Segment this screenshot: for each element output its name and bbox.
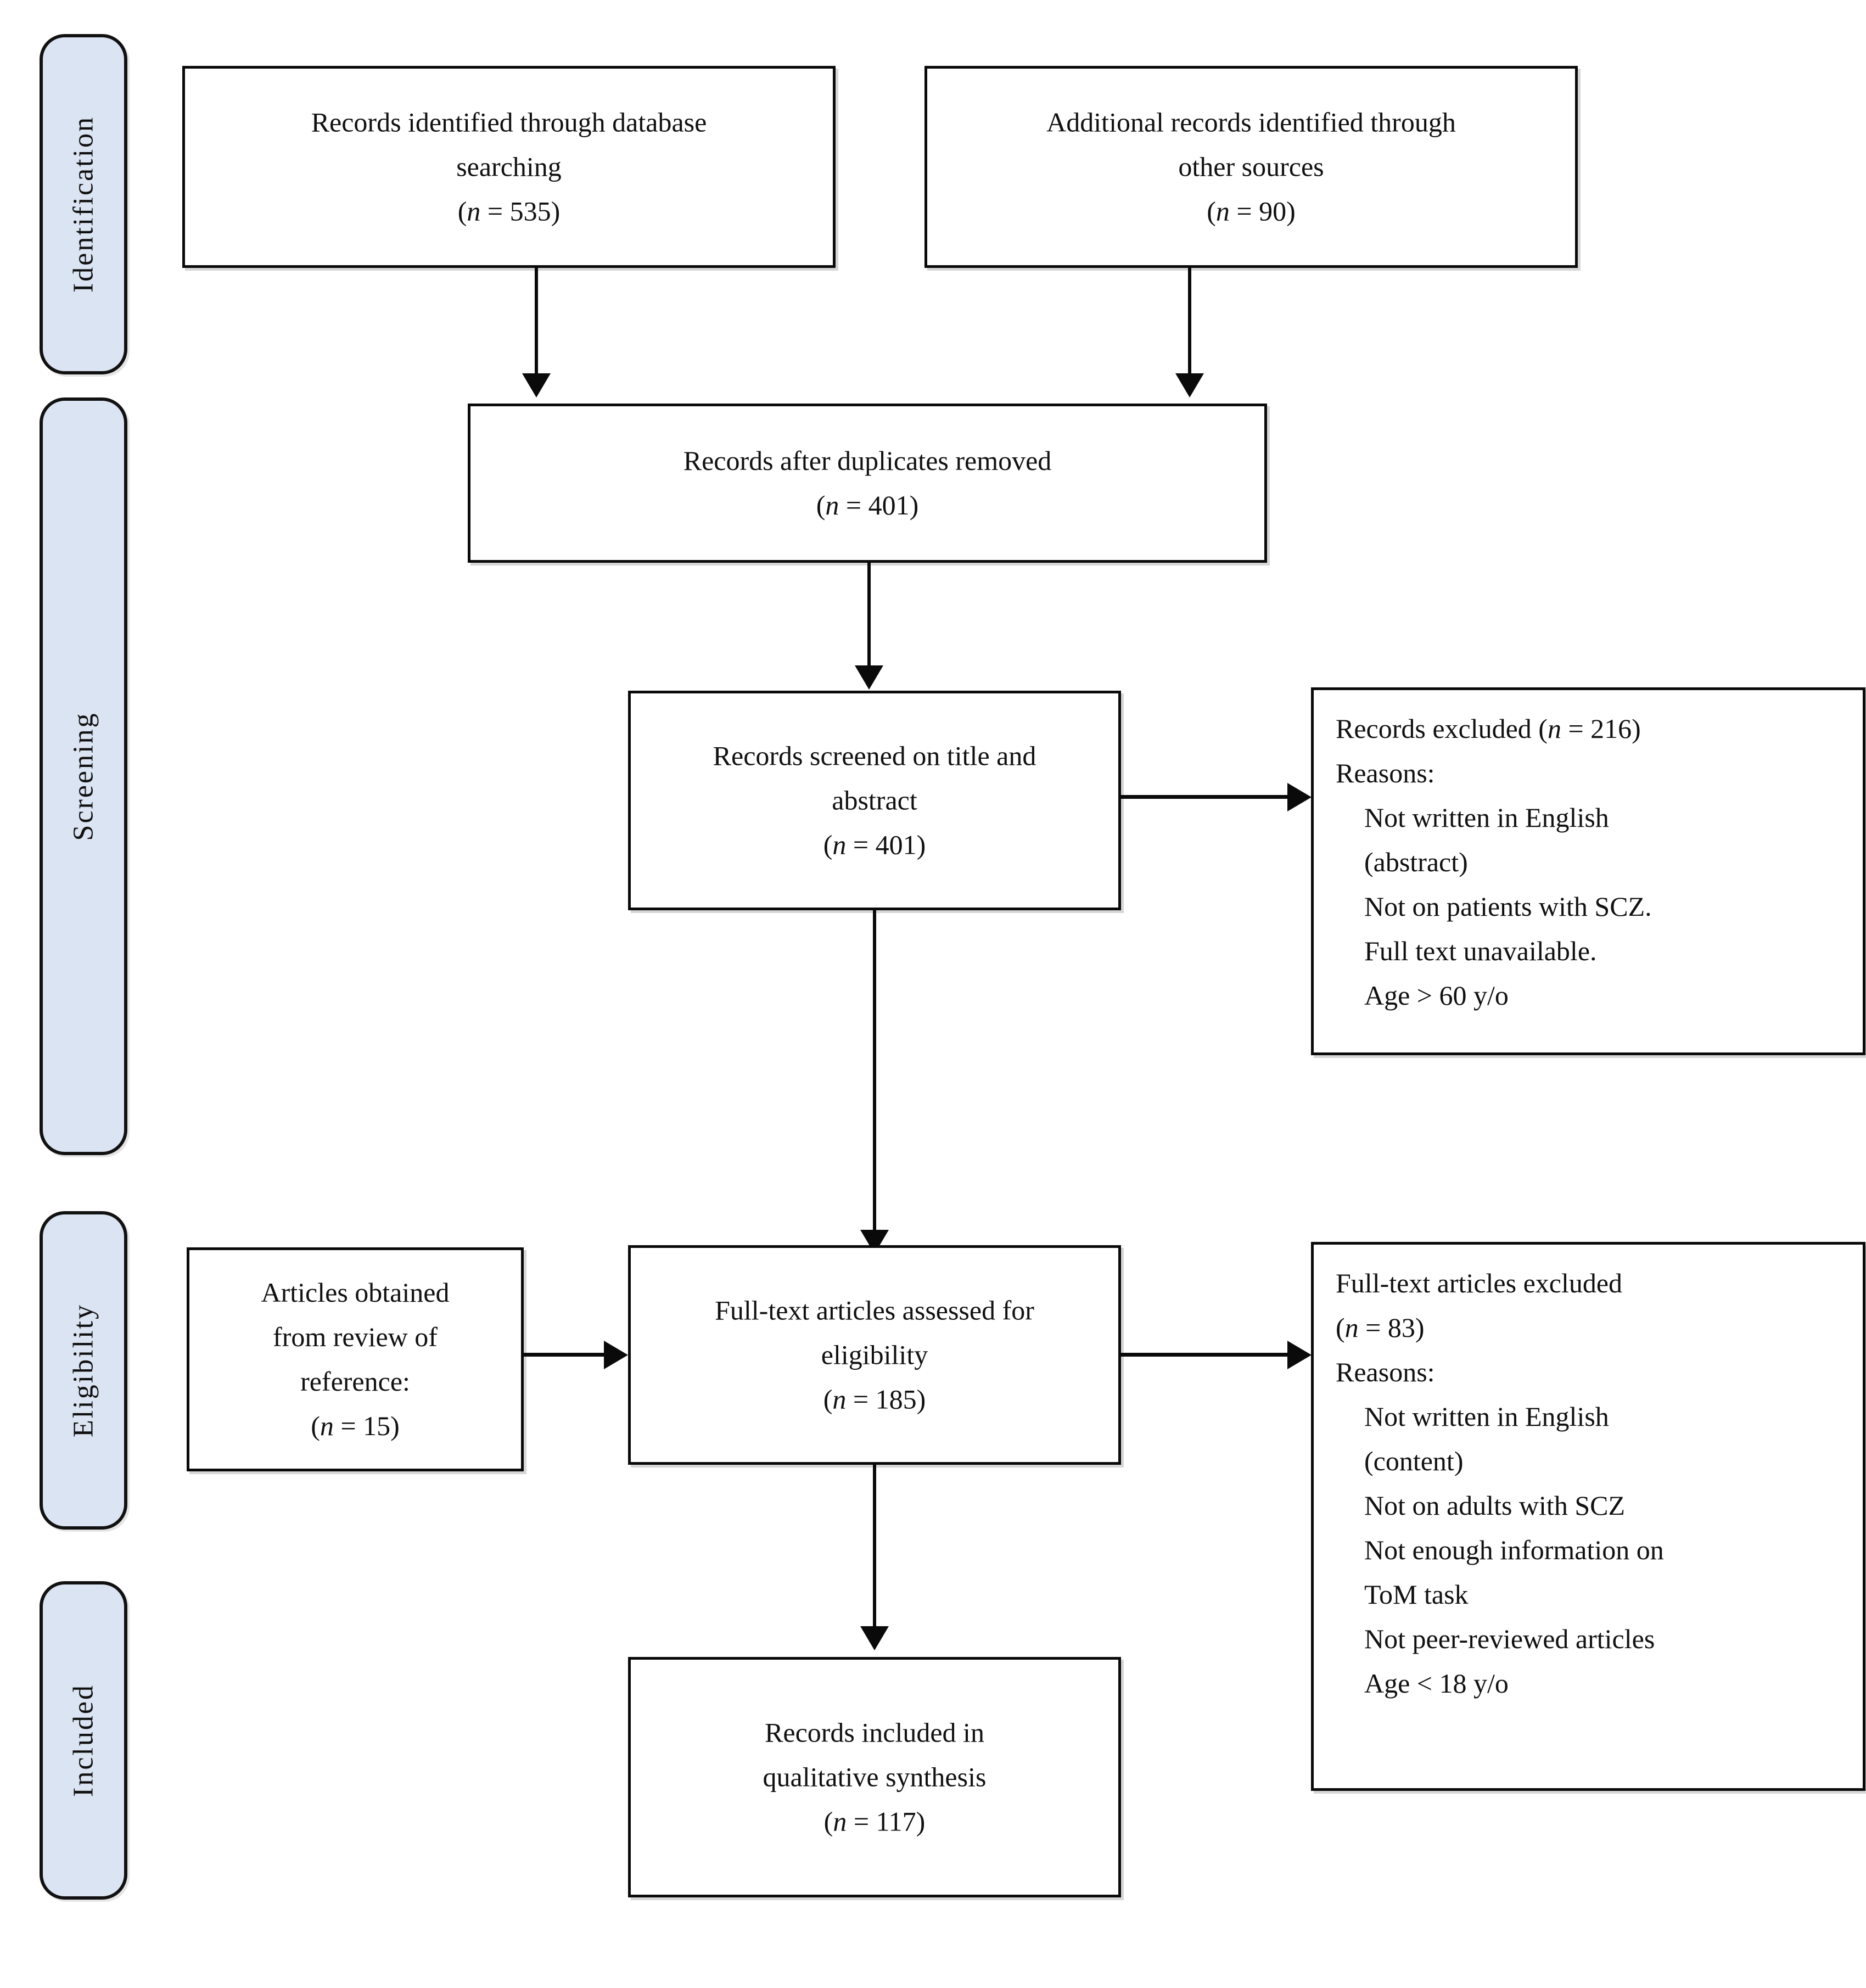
box-articles-obtained-from-reference: Articles obtained from review of referen… [187,1247,524,1471]
box-text-fulltext-articles-assessed: Full-text articles assessed for eligibil… [715,1295,1034,1415]
connector-line-other-to-duplicates [1188,268,1191,378]
box-records-after-duplicates-removed: Records after duplicates removed (n = 40… [468,404,1267,563]
connector-line-reference-to-fulltext [524,1353,623,1357]
stage-pill-included: Included [40,1581,127,1900]
connector-line-db-to-duplicates [535,268,538,378]
stage-label-identification: Identification [68,115,99,293]
connector-arrow-duplicates-to-screened [855,665,883,690]
connector-line-fulltext-to-excluded [1121,1353,1291,1357]
box-fulltext-articles-excluded: Full-text articles excluded (n = 83) Rea… [1311,1242,1865,1791]
box-text-records-excluded: Records excluded (n = 216) Reasons: Not … [1314,690,1863,1018]
box-additional-records-other-sources: Additional records identified through ot… [924,66,1578,268]
connector-line-screened-to-fulltext [873,910,876,1234]
stage-pill-identification: Identification [40,34,127,374]
box-records-identified-database: Records identified through database sear… [182,66,836,268]
connector-line-screened-to-excluded [1121,795,1291,799]
box-text-records-identified-database: Records identified through database sear… [311,107,707,227]
connector-arrow-fulltext-to-excluded [1287,1341,1312,1369]
box-text-records-included-qualitative-synthesis: Records included in qualitative synthesi… [763,1717,987,1837]
connector-arrow-db-to-duplicates [522,373,551,397]
stage-label-eligibility: Eligibility [68,1303,99,1437]
connector-line-fulltext-to-included [873,1465,876,1629]
records-excluded-heading: Records excluded (n = 216) [1336,713,1641,744]
box-records-excluded: Records excluded (n = 216) Reasons: Not … [1311,687,1865,1055]
stage-label-screening: Screening [68,712,99,841]
box-records-included-qualitative-synthesis: Records included in qualitative synthesi… [628,1657,1121,1897]
stage-pill-eligibility: Eligibility [40,1211,127,1530]
box-text-articles-obtained-from-reference: Articles obtained from review of referen… [261,1277,450,1441]
connector-line-duplicates-to-screened [867,563,871,670]
connector-arrow-reference-to-fulltext [604,1341,628,1369]
box-text-records-screened-title-abstract: Records screened on title and abstract (… [713,740,1036,860]
stage-pill-screening: Screening [40,397,127,1155]
stage-label-included: Included [68,1684,99,1797]
box-text-fulltext-articles-excluded: Full-text articles excluded (n = 83) Rea… [1336,1268,1664,1699]
connector-arrow-screened-to-excluded [1287,783,1312,811]
box-text-records-after-duplicates-removed: Records after duplicates removed (n = 40… [683,445,1052,520]
connector-arrow-other-to-duplicates [1175,373,1204,397]
box-text-additional-records-other-sources: Additional records identified through ot… [1046,107,1456,227]
connector-arrow-fulltext-to-included [860,1626,889,1650]
box-fulltext-articles-assessed: Full-text articles assessed for eligibil… [628,1245,1121,1465]
box-records-screened-title-abstract: Records screened on title and abstract (… [628,691,1121,910]
